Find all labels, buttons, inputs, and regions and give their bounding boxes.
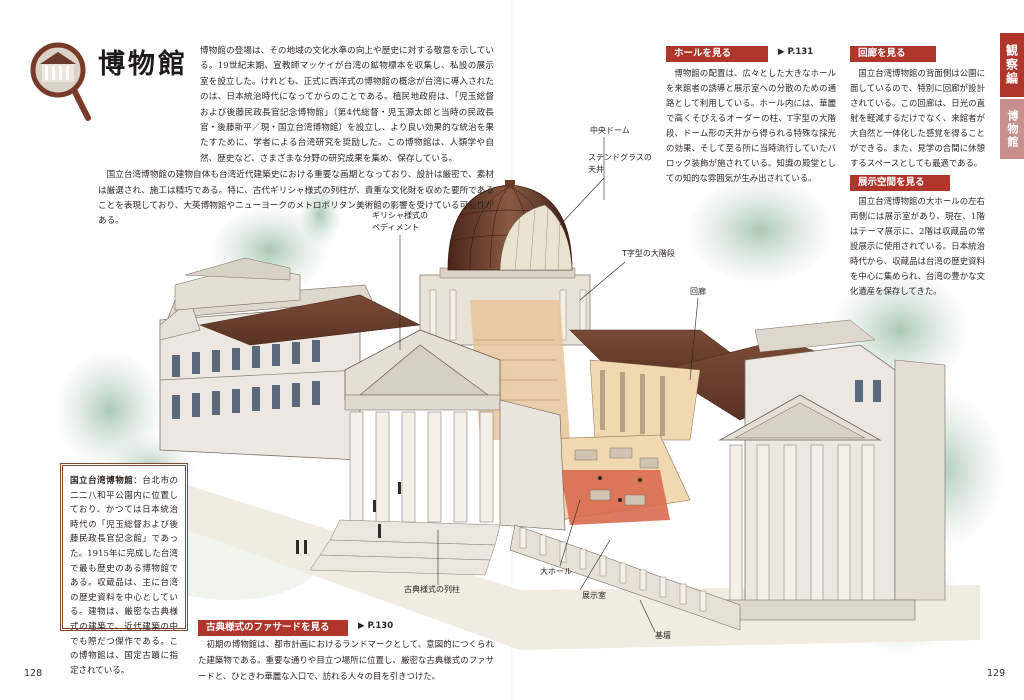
central-dome bbox=[419, 180, 591, 440]
intro-paragraph-1: 博物館の登場は、その地域の文化水準の向上や歴史に対する敬意を示している。19世紀… bbox=[200, 46, 494, 164]
page-title: 博物館 bbox=[98, 49, 188, 80]
facade-panel-body: 初期の博物館は、都市計画におけるランドマークとして、意図的につくられた建築物であ… bbox=[198, 639, 494, 681]
base-right bbox=[509, 524, 741, 631]
callout-greek-pediment: ギリシャ様式の ペディメント bbox=[372, 211, 428, 232]
hall-panel-body: 博物館の配置は、広々とした大きなホールを来館者の誘導と展示室への分散のための通路… bbox=[666, 68, 836, 183]
info-box-heading: 国立台湾博物館 bbox=[70, 476, 134, 486]
callout-central-dome: 中央ドーム bbox=[590, 126, 630, 135]
exhibit-panel-text: 国立台湾博物館の大ホールの左右両側には展示室があり、現在、1階はテーマ展示に、2… bbox=[850, 194, 985, 299]
callout-classical-columns: 古典様式の列柱 bbox=[404, 585, 460, 594]
callout-corridor: 回廊 bbox=[690, 287, 706, 296]
corridor-panel-body: 国立台湾博物館の背面側は公園に面しているので、特別に回廊が設計されている。この回… bbox=[850, 68, 985, 168]
right-pavilion bbox=[714, 319, 946, 621]
intro-paragraph-2: 国立台湾博物館の建物自体も台湾近代建築史における重要な画期となっており、設計は厳… bbox=[98, 170, 494, 227]
facade-panel-heading: 古典様式のファサードを見る bbox=[198, 620, 348, 636]
corridor-panel-text: 国立台湾博物館の背面側は公園に面しているので、特別に回廊が設計されている。この回… bbox=[850, 66, 985, 171]
left-pavilion bbox=[174, 257, 301, 311]
callout-foundation: 基壇 bbox=[655, 631, 671, 640]
topic-tab[interactable]: 博物館 bbox=[1000, 99, 1024, 159]
facade-panel-page-ref: ▶ P.130 bbox=[358, 621, 394, 631]
info-box-text: ：台北市の二二八和平公園内に位置しており、かつては日本統治時代の「児玉総督および… bbox=[70, 476, 178, 676]
callout-t-stair: T字型の大階段 bbox=[622, 249, 675, 258]
left-page-number: 128 bbox=[24, 668, 43, 679]
hall-panel-page-ref: ▶ P.131 bbox=[778, 47, 814, 57]
callout-great-hall: 大ホール bbox=[540, 567, 572, 576]
callout-stained-glass: ステンドグラスの 天井 bbox=[588, 153, 652, 174]
exhibit-panel-heading: 展示空間を見る bbox=[850, 175, 950, 191]
left-wing bbox=[159, 284, 422, 461]
exhibit-panel-body: 国立台湾博物館の大ホールの左右両側には展示室があり、現在、1階はテーマ展示に、2… bbox=[850, 196, 985, 296]
right-page-number: 129 bbox=[987, 668, 1006, 679]
hall-panel-heading: ホールを見る bbox=[666, 46, 768, 62]
front-portico bbox=[296, 329, 566, 576]
hall-panel-text: 博物館の配置は、広々とした大きなホールを来館者の誘導と展示室への分散のための通路… bbox=[666, 66, 836, 186]
facade-panel: 古典様式のファサードを見る ▶ P.130 初期の博物館は、都市計画におけるラン… bbox=[178, 620, 494, 681]
museum-info-box: 国立台湾博物館：台北市の二二八和平公園内に位置しており、かつては日本統治時代の「… bbox=[60, 463, 188, 676]
facade-panel-text: 初期の博物館は、都市計画におけるランドマークとして、意図的につくられた建築物であ… bbox=[178, 636, 494, 684]
corridor-panel-heading: 回廊を見る bbox=[850, 46, 936, 62]
callout-exhibit-room: 展示室 bbox=[582, 591, 606, 600]
intro-text: 博物館の登場は、その地域の文化水準の向上や歴史に対する敬意を示している。19世紀… bbox=[98, 44, 494, 230]
section-tab[interactable]: 観察編 bbox=[1000, 33, 1024, 97]
magnifier-icon bbox=[30, 42, 91, 121]
leader-lines bbox=[399, 137, 699, 633]
